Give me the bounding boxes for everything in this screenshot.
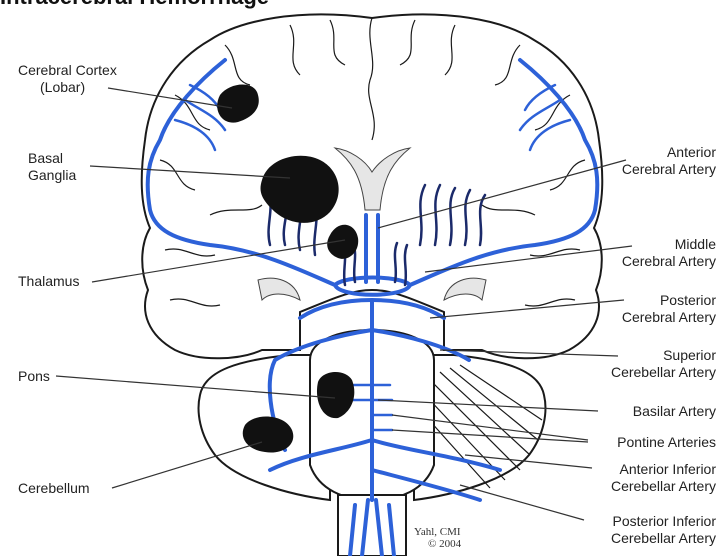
medulla-outline xyxy=(338,495,406,556)
label-superior-cerebellar-line2: Cerebellar Artery xyxy=(611,364,716,381)
label-superior-cerebellar-line1: Superior xyxy=(611,347,716,364)
label-posterior-cerebral-line2: Cerebral Artery xyxy=(622,309,716,326)
leader-pica xyxy=(460,485,584,520)
label-cerebral-cortex-line1: Cerebral Cortex xyxy=(18,62,117,79)
label-posterior-cerebral-artery: Posterior Cerebral Artery xyxy=(622,292,716,326)
label-pontine-line1: Pontine Arteries xyxy=(617,434,716,451)
label-pica-line2: Cerebellar Artery xyxy=(611,530,716,547)
label-aica-line2: Cerebellar Artery xyxy=(611,478,716,495)
label-cerebral-cortex-line2: (Lobar) xyxy=(18,79,117,96)
label-pons-line1: Pons xyxy=(18,368,50,385)
label-pica-line1: Posterior Inferior xyxy=(611,513,716,530)
label-basal-ganglia-line2: Ganglia xyxy=(28,167,76,184)
label-basilar-line1: Basilar Artery xyxy=(633,403,716,420)
label-basilar-artery: Basilar Artery xyxy=(633,403,716,420)
label-pontine-arteries: Pontine Arteries xyxy=(617,434,716,451)
signature-line2: © 2004 xyxy=(414,538,461,550)
label-middle-cerebral-line1: Middle xyxy=(622,236,716,253)
label-cerebellum-line1: Cerebellum xyxy=(18,480,90,497)
label-middle-cerebral-artery: Middle Cerebral Artery xyxy=(622,236,716,270)
label-superior-cerebellar-artery: Superior Cerebellar Artery xyxy=(611,347,716,381)
label-basal-ganglia-line1: Basal xyxy=(28,150,76,167)
label-pons: Pons xyxy=(18,368,50,385)
label-thalamus: Thalamus xyxy=(18,273,79,290)
label-thalamus-line1: Thalamus xyxy=(18,273,79,290)
label-middle-cerebral-line2: Cerebral Artery xyxy=(622,253,716,270)
artist-signature: Yahl, CMI © 2004 xyxy=(414,526,461,550)
label-cerebellum: Cerebellum xyxy=(18,480,90,497)
label-aica-line1: Anterior Inferior xyxy=(611,461,716,478)
signature-line1: Yahl, CMI xyxy=(414,526,461,538)
label-cerebral-cortex: Cerebral Cortex (Lobar) xyxy=(18,62,117,96)
label-pica: Posterior Inferior Cerebellar Artery xyxy=(611,513,716,547)
label-anterior-cerebral-line2: Cerebral Artery xyxy=(622,161,716,178)
label-posterior-cerebral-line1: Posterior xyxy=(622,292,716,309)
label-aica: Anterior Inferior Cerebellar Artery xyxy=(611,461,716,495)
label-anterior-cerebral-artery: Anterior Cerebral Artery xyxy=(622,144,716,178)
label-basal-ganglia: Basal Ganglia xyxy=(28,150,76,184)
label-anterior-cerebral-line1: Anterior xyxy=(622,144,716,161)
